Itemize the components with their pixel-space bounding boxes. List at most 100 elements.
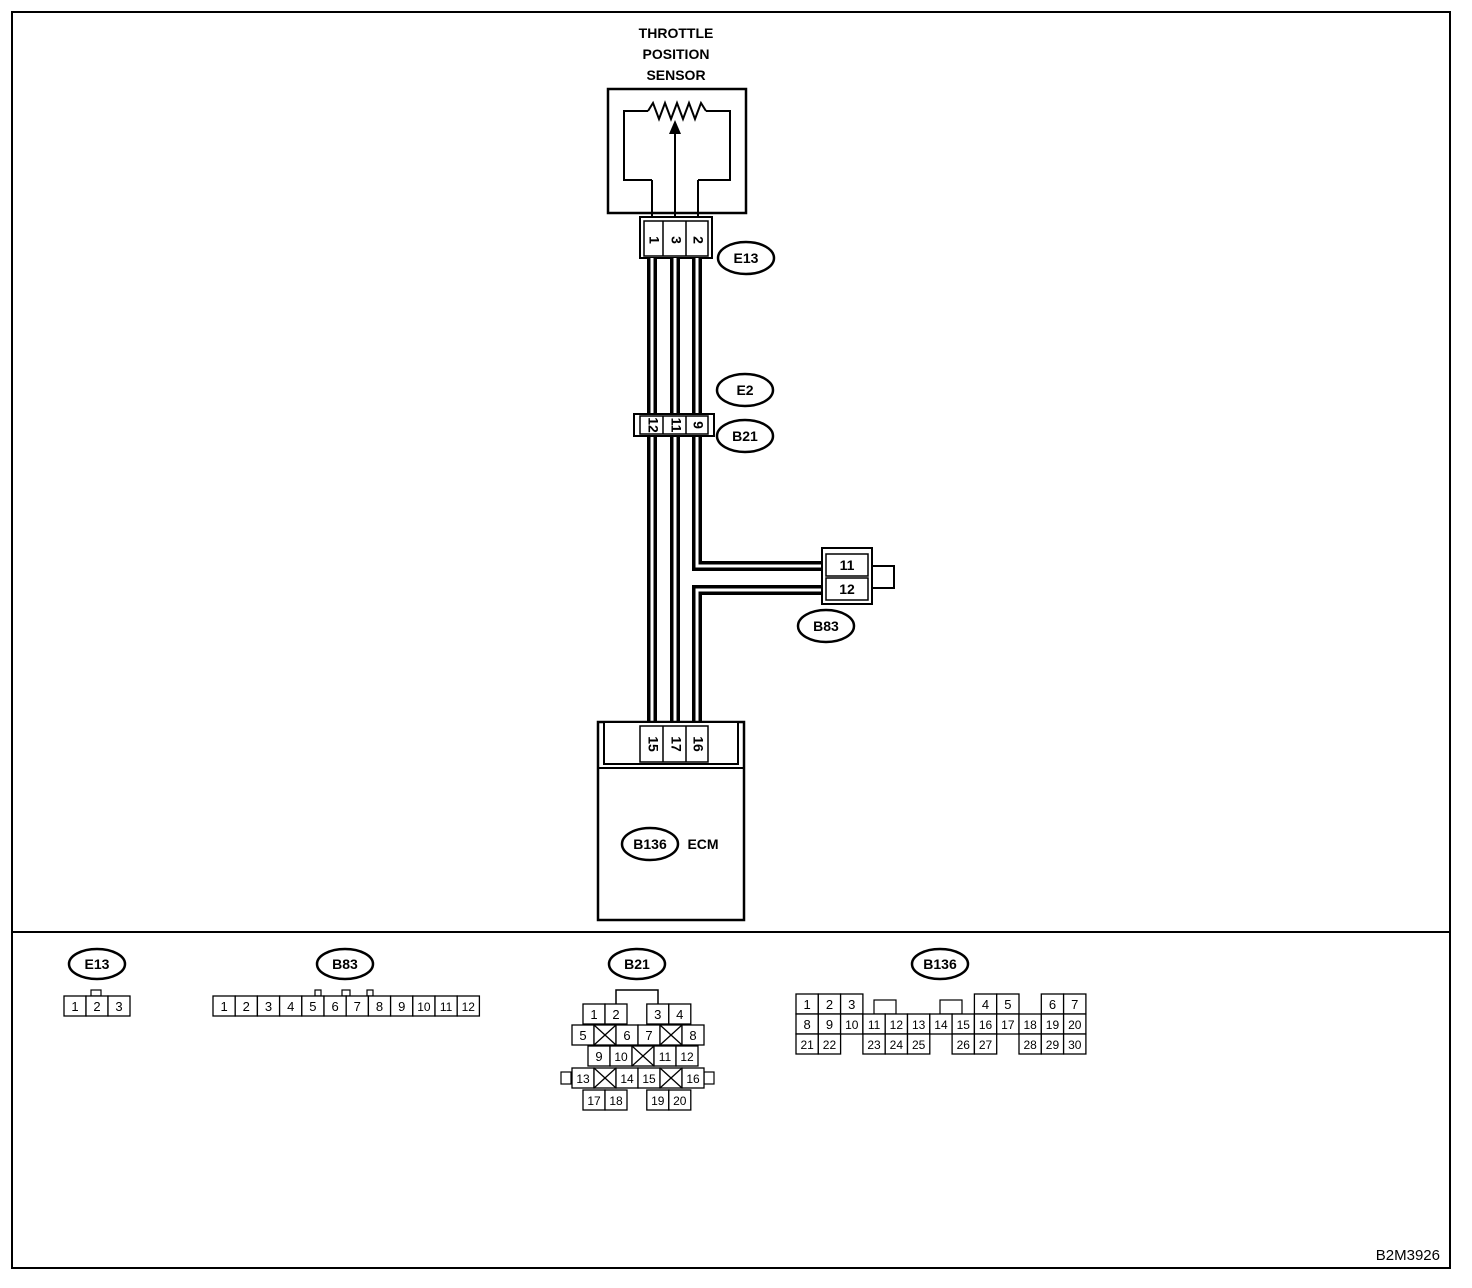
svg-text:11: 11	[440, 1000, 453, 1014]
b21-face-pin-12: 12	[675, 1045, 699, 1067]
b136-face-pin-22: 22	[817, 1033, 842, 1055]
outer-frame	[11, 11, 1451, 1269]
svg-text:10: 10	[417, 1000, 431, 1014]
b21-face-pin-20: 20	[668, 1089, 692, 1111]
throttle-position-sensor	[606, 87, 748, 217]
b136-face-pin-8: 8	[795, 1013, 819, 1035]
b83-face-pin-8: 8	[367, 995, 392, 1017]
svg-text:18: 18	[609, 1094, 623, 1108]
svg-text:27: 27	[979, 1038, 993, 1052]
svg-text:9: 9	[398, 999, 405, 1014]
svg-text:1: 1	[804, 997, 811, 1012]
b21-face-pin-15: 15	[637, 1067, 661, 1089]
svg-text:2: 2	[612, 1007, 619, 1022]
b83-face-pin-3: 3	[256, 995, 281, 1017]
svg-text:16: 16	[979, 1018, 993, 1032]
svg-text:8: 8	[804, 1017, 811, 1032]
svg-text:2: 2	[826, 997, 833, 1012]
e13-face-pin-3: 3	[107, 995, 131, 1017]
svg-text:20: 20	[1068, 1018, 1082, 1032]
svg-text:25: 25	[912, 1038, 926, 1052]
b136-tag-label: B136	[633, 836, 667, 852]
svg-text:1: 1	[220, 999, 227, 1014]
b21-face-pin-blank	[659, 1024, 683, 1046]
svg-text:B21: B21	[732, 428, 758, 444]
sensor-title-line-3: SENSOR	[646, 67, 705, 83]
svg-text:17: 17	[1001, 1018, 1015, 1032]
svg-text:14: 14	[934, 1018, 948, 1032]
figure-code: B2M3926	[1376, 1247, 1440, 1264]
svg-text:15: 15	[957, 1018, 971, 1032]
b83-face-pin-6: 6	[323, 995, 347, 1017]
svg-text:13: 13	[912, 1018, 926, 1032]
b21-face-pin-1: 1	[582, 1003, 606, 1025]
b21-face-pin-10: 10	[609, 1045, 633, 1067]
b136-face-pin-16: 16	[973, 1013, 998, 1035]
svg-text:7: 7	[1071, 997, 1078, 1012]
b136-face-pin-10: 10	[839, 1013, 864, 1035]
b83-face-pin-4: 4	[278, 995, 303, 1017]
svg-text:29: 29	[1046, 1038, 1060, 1052]
svg-text:10: 10	[614, 1050, 628, 1064]
svg-text:14: 14	[620, 1072, 634, 1086]
b136-face-pin-25: 25	[906, 1033, 931, 1055]
sensor-title-line-2: POSITION	[643, 46, 710, 62]
svg-text:5: 5	[309, 999, 316, 1014]
svg-text:2: 2	[243, 999, 250, 1014]
b136-face-pin-15: 15	[951, 1013, 976, 1035]
b136-face-pin-18: 18	[1018, 1013, 1042, 1035]
ecm-terminal-17: 17	[668, 736, 684, 752]
ecm-terminal-16: 16	[690, 736, 706, 752]
ecm-label: ECM	[687, 836, 718, 852]
b21-face-pin-7: 7	[637, 1024, 661, 1046]
svg-text:4: 4	[982, 997, 989, 1012]
b136-face-pin-20: 20	[1062, 1013, 1087, 1035]
svg-text:3: 3	[654, 1007, 661, 1022]
b83-face-pin-5: 5	[301, 995, 325, 1017]
svg-text:13: 13	[576, 1072, 590, 1086]
svg-text:24: 24	[890, 1038, 904, 1052]
svg-text:6: 6	[623, 1028, 630, 1043]
b136-face-pin-13: 13	[906, 1013, 931, 1035]
b21-face-pin-blank	[659, 1067, 683, 1089]
b21-face-pin-6: 6	[615, 1024, 639, 1046]
e2-terminal-9: 9	[690, 421, 706, 429]
b21-face-pin-blank	[593, 1024, 617, 1046]
svg-text:22: 22	[823, 1038, 837, 1052]
b136-face-pin-30: 30	[1062, 1033, 1087, 1055]
b136-tag	[620, 826, 680, 862]
ecm-terminal-15: 15	[645, 736, 661, 752]
b136-face-pin-7: 7	[1062, 993, 1087, 1015]
connector-e13: 1 3 2	[639, 216, 713, 259]
b136-face-pin-2: 2	[817, 993, 842, 1015]
svg-text:19: 19	[651, 1094, 665, 1108]
b21-face-pin-blank	[631, 1045, 655, 1067]
b83-face-pin-12: 12	[456, 995, 481, 1017]
svg-text:E2: E2	[736, 382, 753, 398]
b136-face-pin-29: 29	[1040, 1033, 1065, 1055]
b136-face-pin-12: 12	[884, 1013, 909, 1035]
svg-text:1: 1	[71, 999, 78, 1014]
wire-harness-inner	[650, 258, 828, 726]
ecm-unit: 15 17 16 B136 ECM	[596, 720, 746, 922]
svg-text:7: 7	[645, 1028, 652, 1043]
connector-e2-b21: 12 11 9	[633, 413, 715, 437]
b83-terminal-12: 12	[839, 581, 855, 597]
b83-tag: B83	[796, 608, 856, 644]
b21-face-pin-2: 2	[604, 1003, 628, 1025]
e13-terminal-1: 1	[646, 236, 662, 244]
b21-face-pin-11: 11	[653, 1045, 677, 1067]
b21-face-pin-blank	[593, 1067, 617, 1089]
svg-text:15: 15	[642, 1072, 656, 1086]
e13-terminal-2: 2	[690, 236, 706, 244]
b21-face-pin-9: 9	[587, 1045, 611, 1067]
e13-terminal-3: 3	[668, 236, 684, 244]
b21-face-pin-13: 13	[571, 1067, 595, 1089]
e2-tag: E2	[715, 372, 775, 408]
b136-face-pin-17: 17	[996, 1013, 1020, 1035]
